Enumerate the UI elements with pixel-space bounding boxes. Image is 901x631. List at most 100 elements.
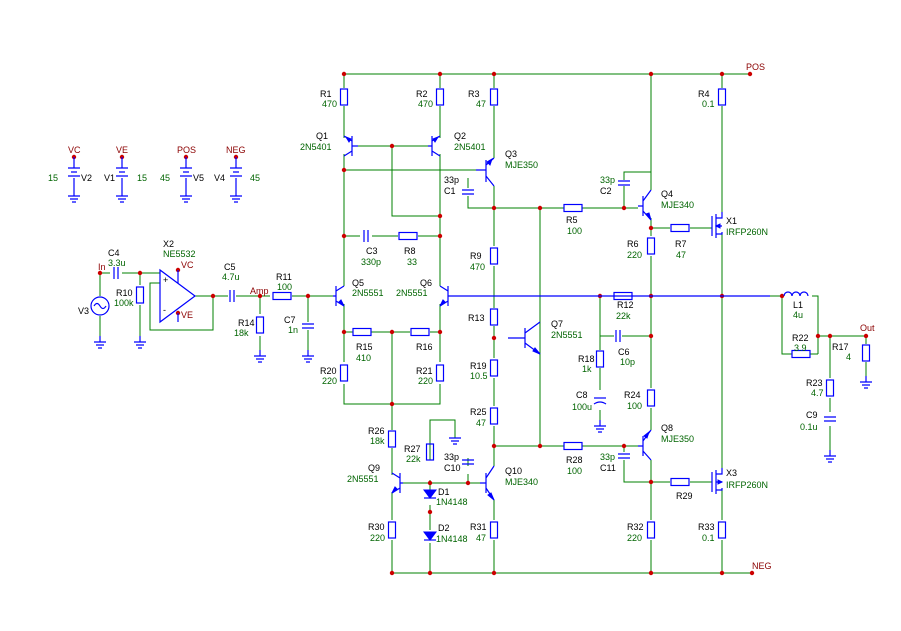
label-v5: V5 — [193, 173, 204, 183]
svg-text:R14: R14 — [238, 318, 255, 328]
svg-text:C11: C11 — [600, 463, 616, 473]
svg-text:R26: R26 — [368, 426, 385, 436]
svg-text:D2: D2 — [438, 523, 450, 533]
label-v1: V1 — [104, 173, 115, 183]
svg-text:Q5: Q5 — [352, 278, 364, 288]
svg-text:POS: POS — [746, 62, 765, 72]
svg-text:L1: L1 — [793, 300, 803, 310]
transistor-q1: Q1 2N5401 — [300, 131, 358, 157]
svg-text:R25: R25 — [470, 407, 487, 417]
svg-text:R12: R12 — [617, 300, 634, 310]
mosfet-x1: X1 IRFP260N — [711, 212, 768, 238]
svg-text:R28: R28 — [566, 455, 583, 465]
capacitor-c1: 33p C1 — [444, 175, 475, 196]
svg-text:220: 220 — [370, 533, 385, 543]
resistor-r30: R30 220 — [368, 521, 397, 543]
svg-text:330p: 330p — [361, 257, 381, 267]
transistor-q5: Q5 2N5551 — [333, 278, 384, 307]
svg-text:R18: R18 — [578, 354, 595, 364]
svg-text:0.1: 0.1 — [702, 533, 715, 543]
svg-text:410: 410 — [356, 353, 371, 363]
svg-text:IRFP260N: IRFP260N — [726, 227, 768, 237]
svg-text:R32: R32 — [627, 522, 644, 532]
svg-text:33p: 33p — [600, 452, 615, 462]
svg-text:C1: C1 — [444, 186, 456, 196]
svg-text:MJE340: MJE340 — [505, 477, 538, 487]
opamp-x2: + - X2 NE5532 VC VE — [159, 239, 197, 324]
svg-text:C6: C6 — [618, 347, 630, 357]
svg-text:D1: D1 — [438, 487, 450, 497]
resistor-r11: R11 100 — [272, 272, 292, 301]
svg-text:NE5532: NE5532 — [163, 249, 196, 259]
svg-text:R7: R7 — [675, 239, 687, 249]
resistor-r31: R31 47 — [470, 521, 499, 543]
svg-text:Q10: Q10 — [505, 466, 522, 476]
resistor-r18: R18 1k — [578, 350, 605, 374]
svg-text:X1: X1 — [726, 216, 737, 226]
transistor-q3: Q3 MJE350 — [476, 149, 538, 187]
resistor-r29: R29 — [670, 477, 693, 501]
svg-text:100: 100 — [627, 401, 642, 411]
svg-text:X2: X2 — [163, 239, 174, 249]
resistor-r32: R32 220 — [627, 521, 656, 543]
svg-text:NEG: NEG — [752, 561, 772, 571]
transistor-q8: Q8 MJE350 — [638, 423, 694, 461]
supply-v5: POS V5 45 — [160, 145, 204, 203]
svg-text:2N5551: 2N5551 — [551, 330, 583, 340]
resistor-r13: R13 — [468, 308, 499, 326]
svg-text:47: 47 — [476, 99, 486, 109]
svg-text:Q2: Q2 — [454, 131, 466, 141]
svg-text:C10: C10 — [444, 463, 461, 473]
net-label-in: In — [98, 262, 106, 272]
svg-text:R1: R1 — [320, 89, 332, 99]
svg-text:R9: R9 — [470, 251, 482, 261]
svg-text:220: 220 — [627, 250, 642, 260]
capacitor-c7: C7 1n — [284, 315, 315, 363]
svg-text:470: 470 — [418, 99, 433, 109]
signal-source-v3: V3 In — [78, 262, 110, 349]
resistor-r5: R5 100 — [563, 203, 583, 236]
resistor-r22: R22 3.9 — [791, 333, 811, 359]
net-label-neg-rail: NEG — [752, 561, 772, 571]
resistor-r28: R28 100 — [563, 441, 583, 476]
svg-text:R31: R31 — [470, 522, 487, 532]
label-v4: V4 — [214, 173, 225, 183]
svg-text:C7: C7 — [284, 315, 296, 325]
svg-text:VC: VC — [181, 260, 194, 270]
svg-text:R6: R6 — [627, 239, 639, 249]
svg-text:Q1: Q1 — [316, 131, 328, 141]
transistor-q7: Q7 2N5551 — [508, 319, 583, 355]
svg-text:100: 100 — [567, 226, 582, 236]
resistor-r1: R1 470 — [320, 88, 349, 109]
svg-text:2N5401: 2N5401 — [300, 142, 332, 152]
resistor-r16: R16 — [410, 327, 433, 352]
net-label-ve: VE — [116, 145, 128, 155]
supply-v1: VE V1 15 — [104, 145, 147, 203]
svg-text:R29: R29 — [676, 491, 693, 501]
svg-text:R8: R8 — [404, 246, 416, 256]
transistor-q10: Q10 MJE340 — [480, 465, 538, 501]
svg-text:R16: R16 — [416, 342, 433, 352]
svg-text:R13: R13 — [468, 313, 485, 323]
supply-v2: VC V2 15 — [48, 145, 92, 203]
resistor-r33: R33 0.1 — [698, 521, 727, 543]
label-v2: V2 — [81, 173, 92, 183]
svg-text:C3: C3 — [366, 246, 378, 256]
svg-text:C2: C2 — [600, 186, 612, 196]
net-label-pos-rail: POS — [746, 62, 765, 72]
svg-text:47: 47 — [476, 533, 486, 543]
svg-text:2N5551: 2N5551 — [347, 474, 379, 484]
resistor-r12: R12 22k — [613, 291, 634, 321]
svg-text:R4: R4 — [698, 89, 710, 99]
svg-text:100: 100 — [567, 466, 582, 476]
svg-text:R2: R2 — [416, 89, 428, 99]
svg-text:R23: R23 — [806, 378, 823, 388]
svg-text:-: - — [163, 305, 166, 315]
svg-text:R11: R11 — [276, 272, 292, 282]
capacitor-c6: C6 10p — [615, 329, 635, 367]
svg-text:470: 470 — [322, 99, 337, 109]
svg-text:R15: R15 — [356, 342, 373, 352]
svg-text:33p: 33p — [444, 175, 459, 185]
net-label-vc: VC — [68, 145, 81, 155]
value-v4: 45 — [250, 173, 260, 183]
